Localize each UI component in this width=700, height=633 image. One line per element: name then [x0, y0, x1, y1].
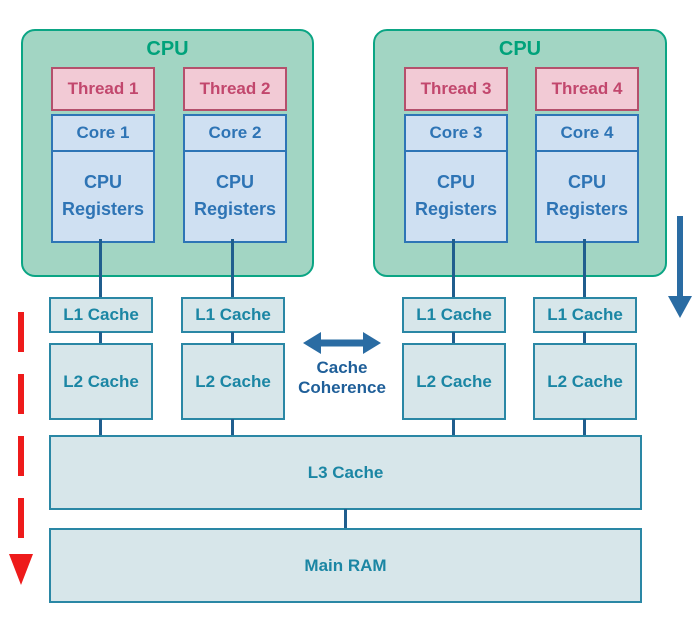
l2-cache-3-box: L2 Cache	[402, 343, 506, 420]
thread-3-box: Thread 3	[404, 67, 508, 111]
connector-l1-l2-4	[583, 332, 586, 344]
down-arrow-icon	[666, 214, 694, 322]
connector-l1-l2-3	[452, 332, 455, 344]
connector-l1-l2-2	[231, 332, 234, 344]
cpu-registers-3-box: CPU Registers	[404, 149, 508, 243]
l2-cache-2-box: L2 Cache	[181, 343, 285, 420]
l1-cache-1-box: L1 Cache	[49, 297, 153, 333]
l1-cache-2-box: L1 Cache	[181, 297, 285, 333]
l1-cache-3-box: L1 Cache	[402, 297, 506, 333]
core-2-box: Core 2	[183, 114, 287, 152]
cpu-registers-2-box: CPU Registers	[183, 149, 287, 243]
l1-cache-4-box: L1 Cache	[533, 297, 637, 333]
connector-reg3-l1	[452, 239, 455, 298]
connector-reg4-l1	[583, 239, 586, 298]
core-4-box: Core 4	[535, 114, 639, 152]
thread-1-box: Thread 1	[51, 67, 155, 111]
connector-l1-l2-1	[99, 332, 102, 344]
main-ram-box: Main RAM	[49, 528, 642, 603]
connector-l2-l3-1	[99, 419, 102, 436]
connector-l2-l3-2	[231, 419, 234, 436]
l2-cache-4-box: L2 Cache	[533, 343, 637, 420]
cpu-package-2: CPU Thread 3 Thread 4 Core 3 Core 4 CPU …	[373, 29, 667, 277]
connector-l3-ram	[344, 509, 347, 529]
connector-l2-l3-3	[452, 419, 455, 436]
thread-2-box: Thread 2	[183, 67, 287, 111]
core-3-box: Core 3	[404, 114, 508, 152]
l2-cache-1-box: L2 Cache	[49, 343, 153, 420]
l3-cache-box: L3 Cache	[49, 435, 642, 510]
cache-coherence-arrow-icon	[302, 330, 382, 356]
cpu-registers-4-box: CPU Registers	[535, 149, 639, 243]
thread-4-box: Thread 4	[535, 67, 639, 111]
cache-coherence-label: Cache Coherence	[298, 358, 386, 397]
cpu-registers-1-box: CPU Registers	[51, 149, 155, 243]
cpu-package-1: CPU Thread 1 Thread 2 Core 1 Core 2 CPU …	[21, 29, 314, 277]
red-dashed-down-arrow-icon	[7, 308, 39, 590]
connector-reg2-l1	[231, 239, 234, 298]
core-1-box: Core 1	[51, 114, 155, 152]
connector-reg1-l1	[99, 239, 102, 298]
cpu-2-title: CPU	[498, 38, 542, 60]
cpu-1-title: CPU	[146, 38, 189, 60]
connector-l2-l3-4	[583, 419, 586, 436]
